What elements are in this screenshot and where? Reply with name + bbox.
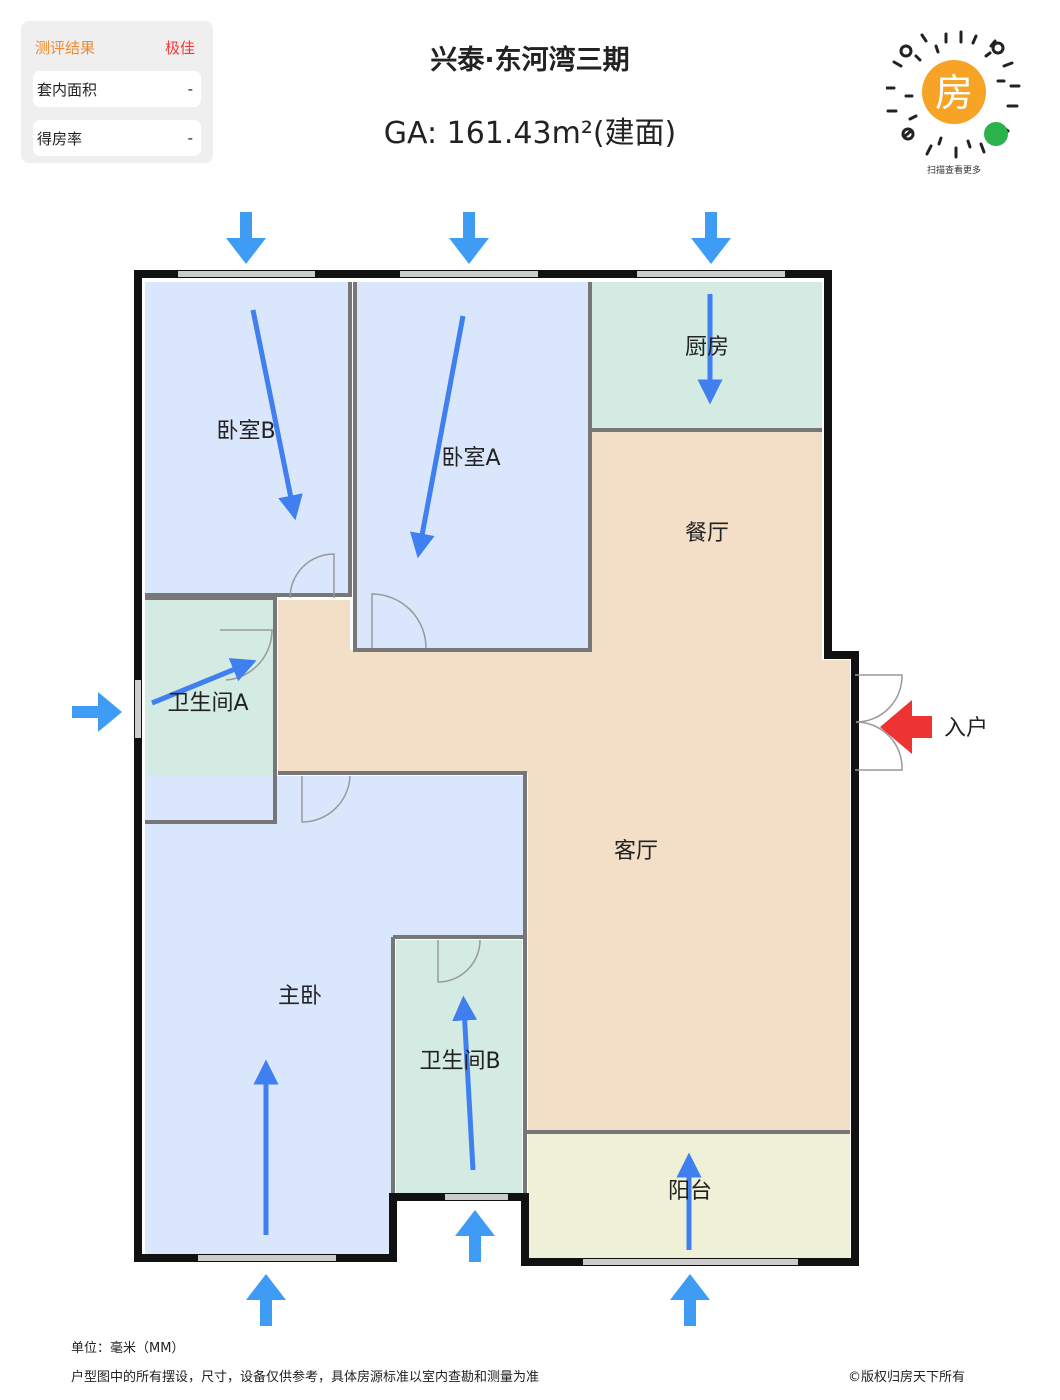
evaluation-panel: 测评结果 极佳 套内面积 - 得房率 - xyxy=(21,21,213,163)
inner-walls xyxy=(145,282,850,1195)
copyright: ©版权归房天下所有 xyxy=(848,1370,966,1385)
disclaimer: 户型图中的所有摆设，尺寸，设备仅供参考，具体房源标准以室内查勘和测量为准 xyxy=(71,1370,540,1385)
wind-arrow-icon xyxy=(72,692,122,732)
qr-logo xyxy=(922,60,986,124)
light-arrows xyxy=(151,294,723,1250)
page-title: 兴泰·东河湾三期 xyxy=(430,45,630,76)
qr-finder xyxy=(991,41,1005,55)
qr-finder xyxy=(899,44,913,58)
entry-arrow-icon xyxy=(880,700,932,754)
qr-caption: 扫描查看更多 xyxy=(926,166,981,176)
inner-area-row: 套内面积 - xyxy=(33,71,201,107)
wind-arrow-icon xyxy=(455,1210,495,1262)
outer-wall xyxy=(134,270,859,1266)
doors[interactable] xyxy=(220,553,903,983)
wind-arrows xyxy=(72,212,731,1326)
usage-rate-row: 得房率 - xyxy=(33,120,201,156)
label-dining: 餐厅 xyxy=(685,521,729,546)
label-master: 主卧 xyxy=(278,984,322,1009)
wind-arrow-icon xyxy=(449,212,489,264)
label-bath-a: 卫生间A xyxy=(167,691,248,716)
room-bedroom-a xyxy=(355,282,588,648)
wind-arrow-icon xyxy=(670,1274,710,1326)
label-living: 客厅 xyxy=(614,839,658,864)
wind-arrow-icon xyxy=(691,212,731,264)
inner-area-value: - xyxy=(187,80,193,98)
usage-rate-value: - xyxy=(187,129,193,147)
arrow-icon xyxy=(452,995,478,1171)
label-kitchen: 厨房 xyxy=(685,335,729,360)
evaluation-header: 测评结果 xyxy=(35,39,96,57)
gross-area: GA: 161.43m²(建面) xyxy=(383,116,677,151)
qr-code[interactable]: 房 xyxy=(886,26,1022,162)
evaluation-rating: 极佳 xyxy=(164,39,195,57)
inner-area-label: 套内面积 xyxy=(37,80,98,99)
living-dining-area xyxy=(278,430,850,1132)
arrow-icon xyxy=(410,315,466,559)
arrow-icon xyxy=(151,658,257,706)
windows xyxy=(135,271,798,1265)
wind-arrow-icon xyxy=(246,1274,286,1326)
label-bedroom-a: 卧室A xyxy=(441,446,500,471)
unit-note: 单位：毫米（MM） xyxy=(71,1341,185,1356)
mini-program-icon xyxy=(984,122,1008,146)
qr-logo-char: 房 xyxy=(935,71,973,115)
qr-finder xyxy=(901,127,915,141)
label-entry: 入户 xyxy=(944,716,988,741)
wind-arrow-icon xyxy=(226,212,266,264)
usage-rate-label: 得房率 xyxy=(37,129,83,148)
arrow-icon xyxy=(250,309,303,521)
room-master xyxy=(145,776,525,1255)
room-bedroom-b xyxy=(145,282,350,595)
label-bedroom-b: 卧室B xyxy=(216,419,275,444)
label-bath-b: 卫生间B xyxy=(419,1049,500,1074)
label-balcony: 阳台 xyxy=(668,1179,712,1204)
room-bath-b xyxy=(396,940,522,1193)
